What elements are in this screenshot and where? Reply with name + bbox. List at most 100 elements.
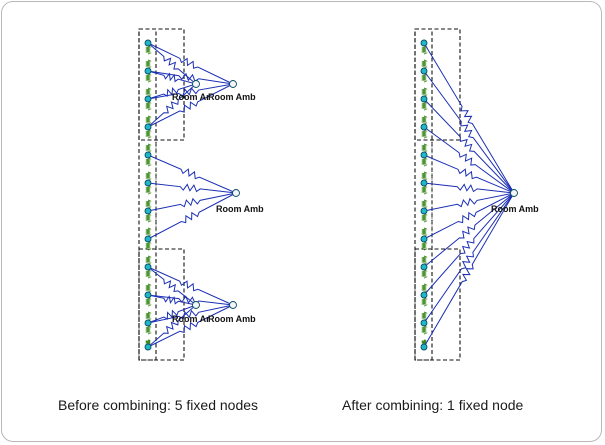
spring xyxy=(421,269,428,279)
label-middle-room-amb: Room Amb xyxy=(216,204,264,214)
top-group-box xyxy=(138,28,185,141)
spring xyxy=(145,185,152,195)
fixed-node xyxy=(232,189,240,197)
link xyxy=(423,192,515,240)
spring xyxy=(145,129,152,139)
surface-node xyxy=(420,39,428,47)
link xyxy=(423,70,515,194)
left-surface-nodes xyxy=(144,39,152,351)
surface-node xyxy=(420,123,428,131)
link xyxy=(423,192,515,296)
left-fixed-nodes xyxy=(192,80,240,309)
caption-before: Before combining: 5 fixed nodes xyxy=(58,397,259,413)
surface-node xyxy=(420,207,428,215)
link xyxy=(147,266,197,306)
spring xyxy=(145,255,152,265)
spring xyxy=(421,59,428,69)
link xyxy=(423,126,515,194)
spring xyxy=(421,87,428,97)
link xyxy=(147,294,197,306)
link xyxy=(423,192,515,268)
label-room-amb: Room Amb xyxy=(491,204,539,214)
surface-node xyxy=(420,291,428,299)
link xyxy=(147,42,197,85)
spring xyxy=(421,157,428,167)
link xyxy=(147,304,234,348)
link xyxy=(147,192,237,212)
surface-node xyxy=(144,39,152,47)
right-surface-nodes xyxy=(420,39,428,351)
link xyxy=(147,70,234,85)
surface-node xyxy=(144,151,152,159)
link xyxy=(147,70,197,85)
spring xyxy=(145,101,152,111)
spring xyxy=(421,199,428,209)
spring xyxy=(145,143,152,153)
link xyxy=(147,192,237,240)
right-fixed-node xyxy=(510,189,518,197)
surface-node xyxy=(144,95,152,103)
surface-node xyxy=(420,235,428,243)
caption-after: After combining: 1 fixed node xyxy=(342,397,524,413)
fixed-node xyxy=(229,80,237,88)
spring xyxy=(145,213,152,223)
link xyxy=(147,304,197,348)
link xyxy=(147,304,234,324)
fixed-node xyxy=(192,80,200,88)
surface-node xyxy=(144,207,152,215)
spring xyxy=(145,199,152,209)
surface-node xyxy=(420,95,428,103)
spring xyxy=(145,59,152,69)
spring xyxy=(145,87,152,97)
top-group-box xyxy=(414,28,461,141)
link xyxy=(423,182,515,194)
label-top-room-amb: Room Amb xyxy=(208,92,256,102)
link xyxy=(147,182,237,194)
fixed-node xyxy=(229,301,237,309)
surface-node xyxy=(144,291,152,299)
left-radiation-links xyxy=(147,42,237,348)
fixed-node xyxy=(510,189,518,197)
spring xyxy=(421,101,428,111)
spring xyxy=(145,227,152,237)
surface-node xyxy=(144,319,152,327)
surface-node xyxy=(420,151,428,159)
surface-node xyxy=(144,343,152,351)
right-conduction-springs xyxy=(421,45,428,345)
link xyxy=(423,42,515,194)
link xyxy=(147,83,234,128)
surface-node xyxy=(144,179,152,187)
spring xyxy=(421,283,428,293)
label-top-room-ar: Room Ar xyxy=(172,92,210,102)
spring xyxy=(145,171,152,181)
link xyxy=(423,192,515,212)
link xyxy=(147,83,234,100)
label-bottom-room-ar: Room Ar xyxy=(172,314,210,324)
spring xyxy=(145,283,152,293)
before-combining-diagram: Room Ar Room Amb Room Amb Room Ar Room A… xyxy=(138,28,264,361)
spring xyxy=(421,115,428,125)
spring xyxy=(421,311,428,321)
label-bottom-room-amb: Room Amb xyxy=(208,314,256,324)
spring xyxy=(145,157,152,167)
spring xyxy=(421,339,427,345)
surface-node xyxy=(420,179,428,187)
spring xyxy=(421,143,428,153)
left-grouping-boxes xyxy=(138,28,185,361)
spring xyxy=(421,255,428,265)
spring xyxy=(421,185,428,195)
spring xyxy=(145,45,152,55)
link xyxy=(423,154,515,194)
spring xyxy=(145,311,152,321)
link xyxy=(423,98,515,194)
surface-node xyxy=(420,343,428,351)
spring xyxy=(421,213,428,223)
spring xyxy=(145,325,152,335)
spring xyxy=(421,129,428,139)
spring xyxy=(145,115,152,125)
spring xyxy=(421,73,428,83)
surface-node xyxy=(144,123,152,131)
link xyxy=(423,192,515,348)
surface-node xyxy=(144,235,152,243)
right-grouping-boxes xyxy=(414,28,461,361)
